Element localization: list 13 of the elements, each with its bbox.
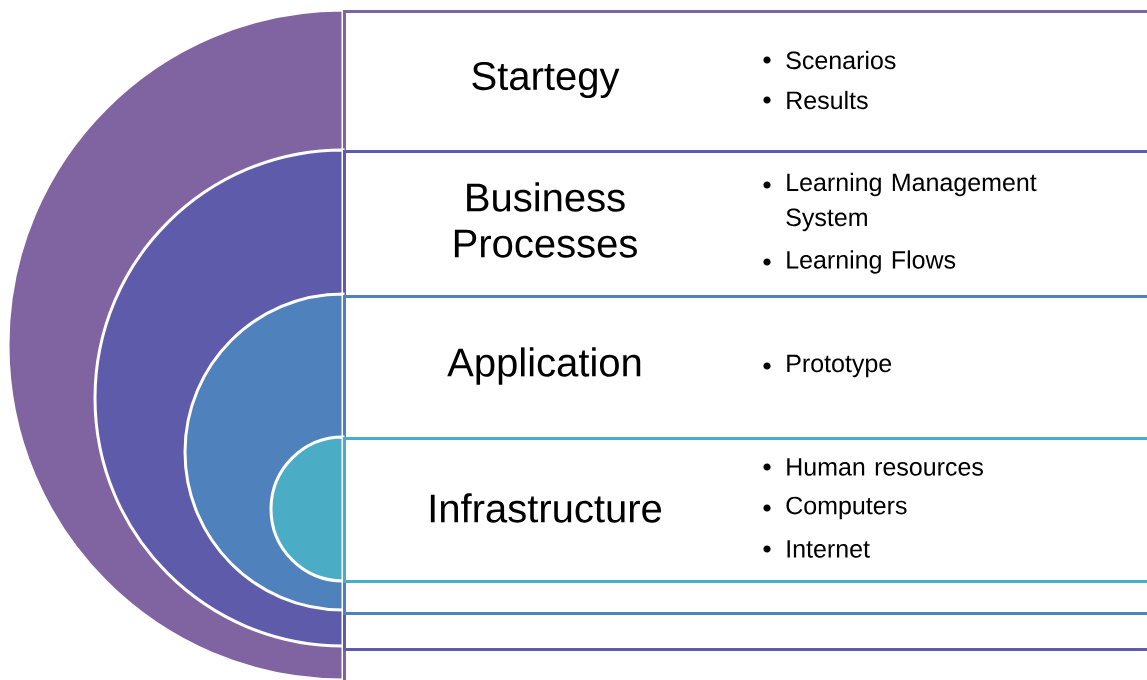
bullet-text: Human resources [787, 458, 983, 476]
bullet-text: Learning Management System [786, 172, 1037, 232]
bullet-text: Learning Flows [787, 250, 956, 274]
bullet-text: Scenarios [786, 50, 896, 70]
bullet-text: Results [787, 90, 868, 110]
layer-title: Startegy [472, 61, 620, 99]
layer-title: Infrastructure [430, 493, 662, 523]
bullet-text: Internet [787, 540, 870, 558]
bullet-text: Computers [786, 496, 907, 520]
layer-band [269, 435, 1147, 583]
layer-title: Business Processes [454, 182, 637, 258]
layer-title: Application [447, 347, 641, 385]
bullet-text: Prototype [787, 354, 892, 378]
